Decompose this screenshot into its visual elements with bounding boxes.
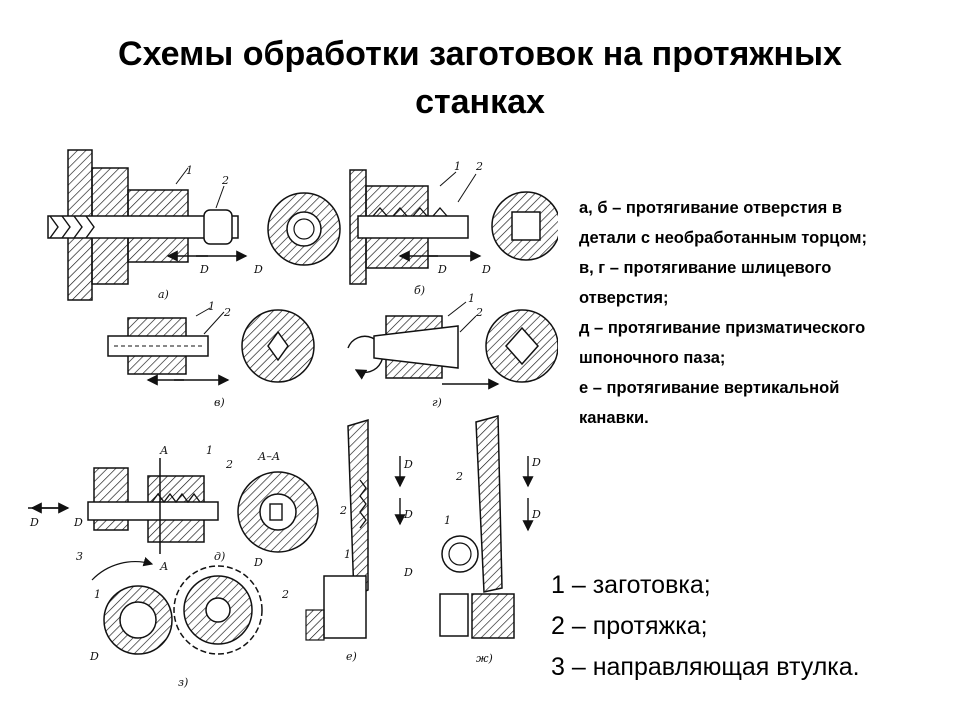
label-1-a: 1 [186, 164, 193, 177]
desc-line: в, г – протягивание шлицевого [579, 259, 832, 277]
title-line-2: станках [415, 83, 545, 121]
label-drp-b: D [437, 263, 447, 276]
scheme-g: 1 2 г) [347, 292, 558, 409]
label-drv-e: D [403, 458, 413, 471]
label-sskr-z: D [89, 650, 99, 663]
label-1-v: 1 [208, 300, 215, 313]
label-1-zh: 1 [444, 514, 451, 527]
title-line-1: Схемы обработки заготовок на протяжных [118, 35, 842, 73]
label-2-g: 2 [475, 306, 483, 319]
desc-line: е – протягивание вертикальной [579, 379, 840, 397]
label-2-b: 2 [475, 160, 483, 173]
label-section-aa: А–А [257, 450, 280, 463]
legend-item-guide-sleeve: 3 – направляющая втулка. [551, 653, 860, 681]
slide-title: Схемы обработки заготовок на протяжных с… [40, 30, 920, 126]
legend-item-workpiece: 1 – заготовка; [551, 571, 711, 599]
desc-line: шпоночного паза; [579, 349, 726, 367]
label-drv-a: D [253, 263, 263, 276]
label-drp-a: D [199, 263, 209, 276]
label-b: б) [414, 284, 425, 297]
label-cut-bottom: А [159, 560, 168, 573]
label-v: в) [214, 396, 225, 409]
label-a: а) [158, 288, 169, 301]
label-dr-z: D [253, 556, 263, 569]
label-drp-e: D [403, 508, 413, 521]
label-zh: ж) [476, 652, 493, 665]
label-sskr-e: D [403, 566, 413, 579]
scheme-zh: D D 2 1 ж) [439, 415, 541, 665]
broaching-schemes-drawing: 1 2 D D а) 1 2 D D б) 1 2 в) [28, 149, 558, 689]
desc-line: д – протягивание призматического [579, 319, 866, 337]
legend: 1 – заготовка; 2 – протяжка; 3 – направл… [551, 565, 951, 688]
label-1-g: 1 [468, 292, 475, 305]
label-z: з) [178, 676, 188, 689]
legend-item-broach: 2 – протяжка; [551, 612, 708, 640]
label-2-zh: 2 [455, 470, 463, 483]
label-g: г) [432, 396, 442, 409]
label-1-b: 1 [454, 160, 461, 173]
label-3-d: 3 [76, 550, 83, 563]
label-drp-zh: D [531, 508, 541, 521]
label-1-d: 1 [206, 444, 213, 457]
scheme-e: D D 2 1 D е) [305, 418, 413, 663]
label-drp-d: D [29, 516, 39, 529]
desc-line: канавки. [579, 409, 649, 427]
desc-line: детали с необработанным торцом; [579, 229, 867, 247]
label-1-z: 1 [94, 588, 101, 601]
scheme-z: 1 2 D D з) [89, 556, 289, 689]
label-2-v: 2 [223, 306, 231, 319]
scheme-a: 1 2 D D а) [47, 149, 341, 301]
label-2-e: 2 [339, 504, 347, 517]
label-drv-zh: D [531, 456, 541, 469]
desc-line: отверстия; [579, 289, 669, 307]
scheme-d: А А D D 1 2 3 д) А–А [28, 444, 319, 573]
scheme-b: 1 2 D D б) [349, 160, 558, 297]
label-cut-top: А [159, 444, 168, 457]
label-2-d: 2 [225, 458, 233, 471]
label-drv-d: D [73, 516, 83, 529]
scheme-v: 1 2 в) [107, 300, 315, 409]
label-2-a: 2 [221, 174, 229, 187]
label-d: д) [214, 550, 225, 563]
desc-line: а, б – протягивание отверстия в [579, 199, 842, 217]
label-e: е) [346, 650, 357, 663]
label-drv-b: D [481, 263, 491, 276]
label-2-z: 2 [281, 588, 289, 601]
label-1-e: 1 [344, 548, 351, 561]
scheme-description: а, б – протягивание отверстия в детали с… [579, 193, 954, 433]
